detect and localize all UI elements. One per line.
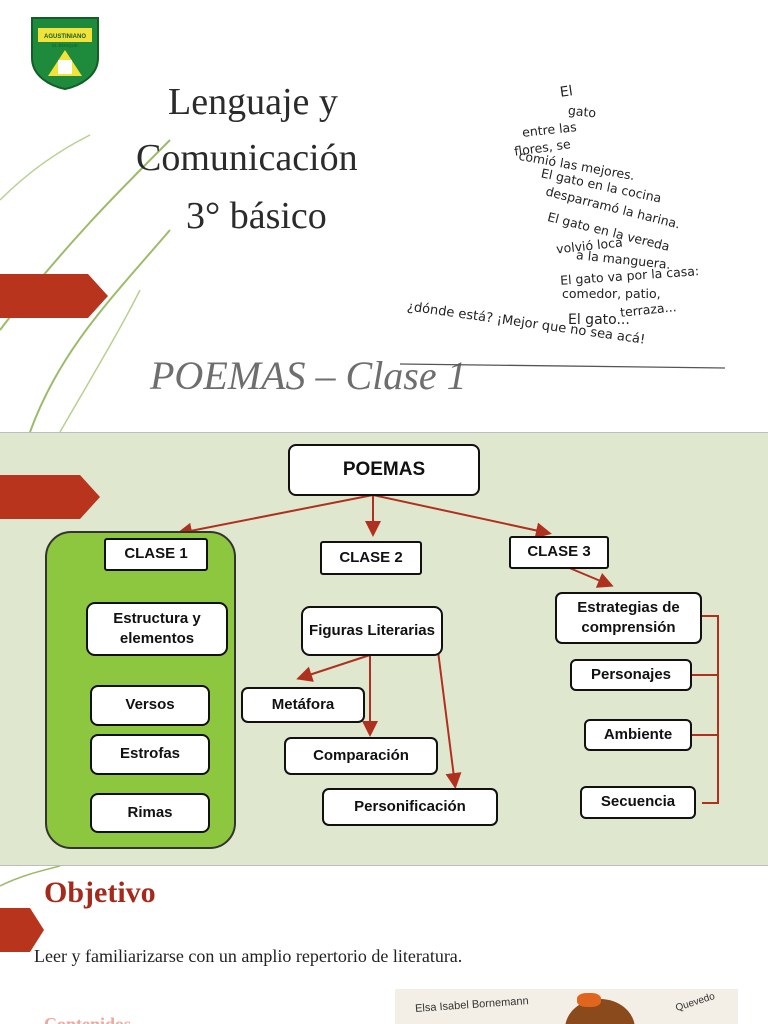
- ambiente-node[interactable]: Ambiente: [584, 719, 692, 751]
- poem-line: El: [558, 83, 574, 101]
- title-line-1: Lenguaje y: [168, 81, 338, 123]
- book-author-2: Quevedo: [674, 990, 717, 1015]
- slide-title[interactable]: AGUSTINIANO EL BOSQUE Lenguaje y Comunic…: [0, 0, 768, 432]
- slide-arrow-tab: [0, 908, 44, 952]
- title-line-3: 3° básico: [186, 195, 327, 237]
- poemas-node[interactable]: POEMAS: [288, 444, 480, 496]
- versos-node[interactable]: Versos: [90, 685, 210, 726]
- logo-text: AGUSTINIANO: [44, 34, 86, 40]
- book-author: Elsa Isabel Bornemann: [414, 995, 530, 1015]
- secuencia-node[interactable]: Secuencia: [580, 786, 696, 819]
- slide-arrow-tab: [0, 274, 108, 318]
- figuras-node[interactable]: Figuras Literarias: [301, 606, 443, 656]
- metafora-node[interactable]: Metáfora: [241, 687, 365, 723]
- poem-line: El gato...: [568, 312, 630, 328]
- cat-calligram: El gato entre las flores, se comió las m…: [400, 83, 730, 374]
- personificacion-node[interactable]: Personificación: [322, 788, 498, 826]
- rimas-node[interactable]: Rimas: [90, 793, 210, 833]
- clase1-node[interactable]: CLASE 1: [104, 538, 208, 571]
- poem-line: comedor, patio,: [562, 286, 661, 301]
- logo-subtext: EL BOSQUE: [52, 43, 78, 48]
- comparacion-node[interactable]: Comparación: [284, 737, 438, 775]
- decorative-stems: [0, 866, 61, 887]
- clase2-node[interactable]: CLASE 2: [320, 541, 422, 575]
- estrofas-node[interactable]: Estrofas: [90, 734, 210, 775]
- clase3-node[interactable]: CLASE 3: [509, 536, 609, 569]
- estructura-node[interactable]: Estructura y elementos: [86, 602, 228, 656]
- slide-arrow-tab: [0, 475, 100, 519]
- school-logo: AGUSTINIANO EL BOSQUE: [31, 17, 99, 90]
- objective-text: Leer y familiarizarse con un amplio repe…: [34, 946, 463, 966]
- objective-heading: Objetivo: [44, 876, 156, 909]
- estrategias-node[interactable]: Estrategias de comprensión: [555, 592, 702, 644]
- personajes-node[interactable]: Personajes: [570, 659, 692, 691]
- title-line-2: Comunicación: [136, 137, 358, 179]
- book-cover-image: Elsa Isabel Bornemann Quevedo: [395, 989, 738, 1024]
- slide-objective[interactable]: Objetivo Leer y familiarizarse con un am…: [0, 866, 768, 1024]
- slide-concept-map[interactable]: POEMAS CLASE 1 CLASE 2 CLASE 3 Estructur…: [0, 433, 768, 865]
- contenidos-heading: Contenidos: [44, 1014, 132, 1024]
- subtitle: POEMAS – Clase 1: [150, 353, 467, 398]
- poem-line: gato: [567, 102, 597, 121]
